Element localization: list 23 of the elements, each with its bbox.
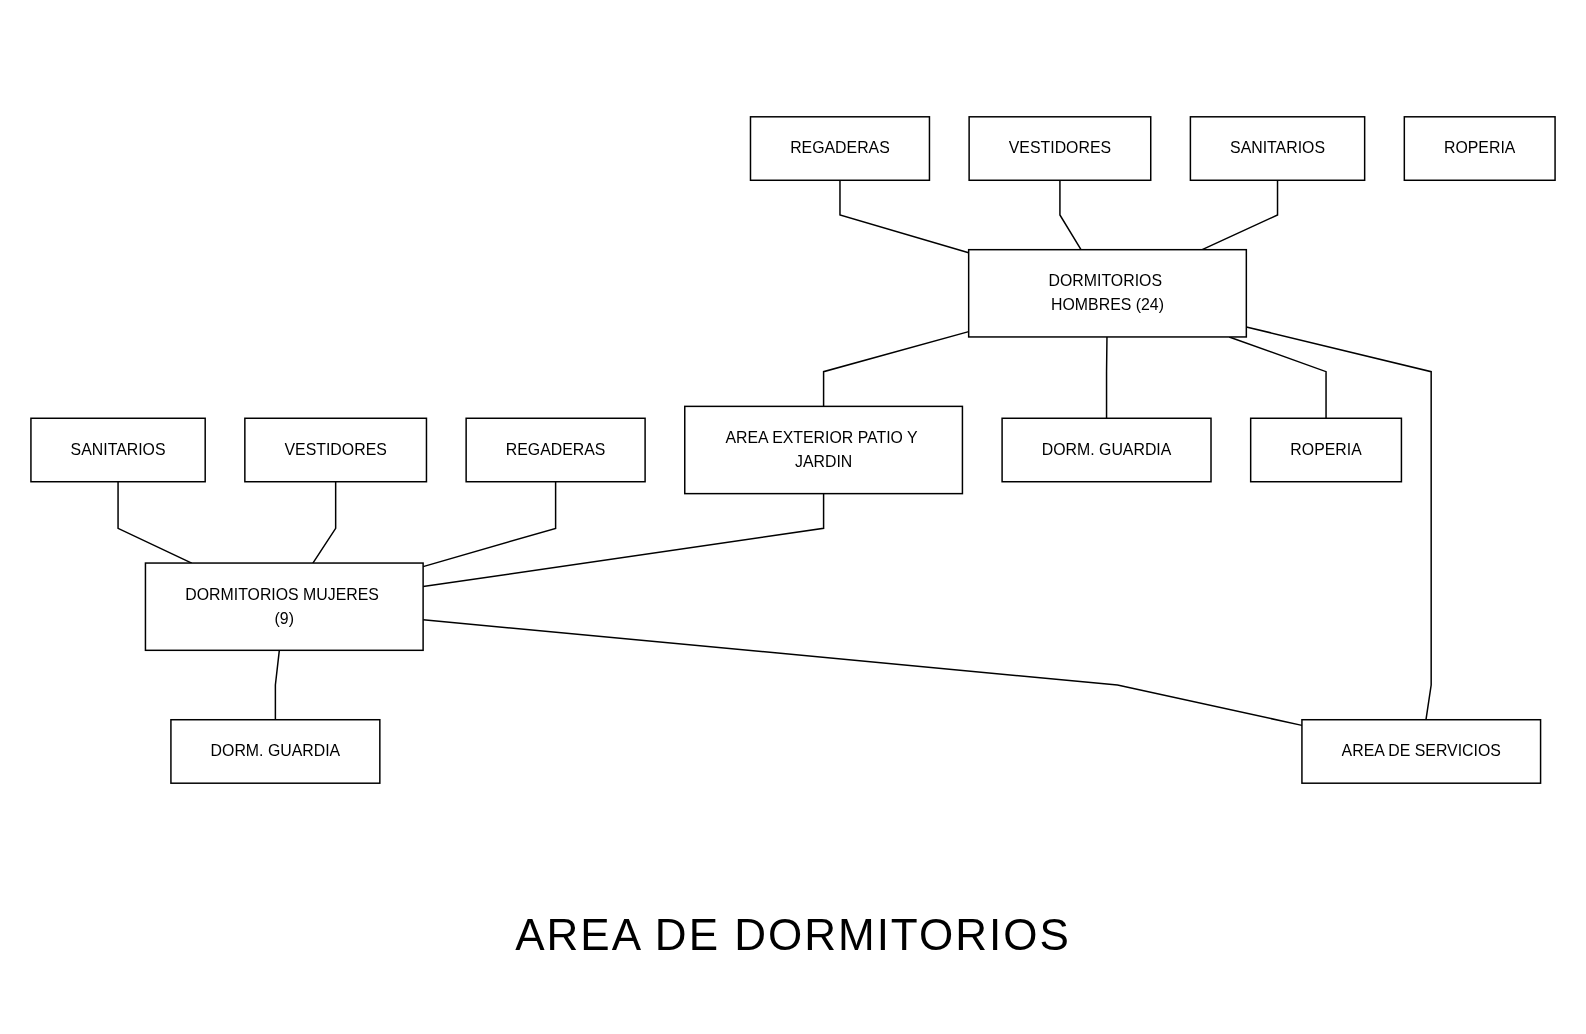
node-box: DORMITORIOS MUJERES (9) [144, 562, 424, 652]
node-box: REGADERAS [749, 116, 931, 181]
node-box: AREA EXTERIOR PATIO Y JARDIN [684, 405, 964, 495]
connector [1059, 179, 1082, 251]
node-box: VESTIDORES [968, 116, 1152, 181]
connector [1228, 336, 1327, 419]
connector [1201, 179, 1279, 251]
node-box: SANITARIOS [1189, 116, 1366, 181]
connector [274, 649, 281, 721]
node-box: SANITARIOS [30, 417, 206, 483]
connector [422, 481, 557, 568]
node-box: VESTIDORES [244, 417, 428, 483]
node-box: DORMITORIOS HOMBRES (24) [967, 248, 1248, 338]
node-box: ROPERIA [1403, 116, 1556, 181]
diagram-title: AREA DE DORMITORIOS [515, 910, 1071, 960]
connector [117, 481, 193, 564]
connector [1105, 336, 1108, 419]
connector [312, 481, 337, 564]
node-box: AREA DE SERVICIOS [1301, 719, 1542, 784]
node-box: DORM. GUARDIA [170, 719, 381, 784]
node-box: DORM. GUARDIA [1001, 417, 1212, 483]
node-box: ROPERIA [1249, 417, 1403, 483]
node-box: REGADERAS [465, 417, 646, 483]
